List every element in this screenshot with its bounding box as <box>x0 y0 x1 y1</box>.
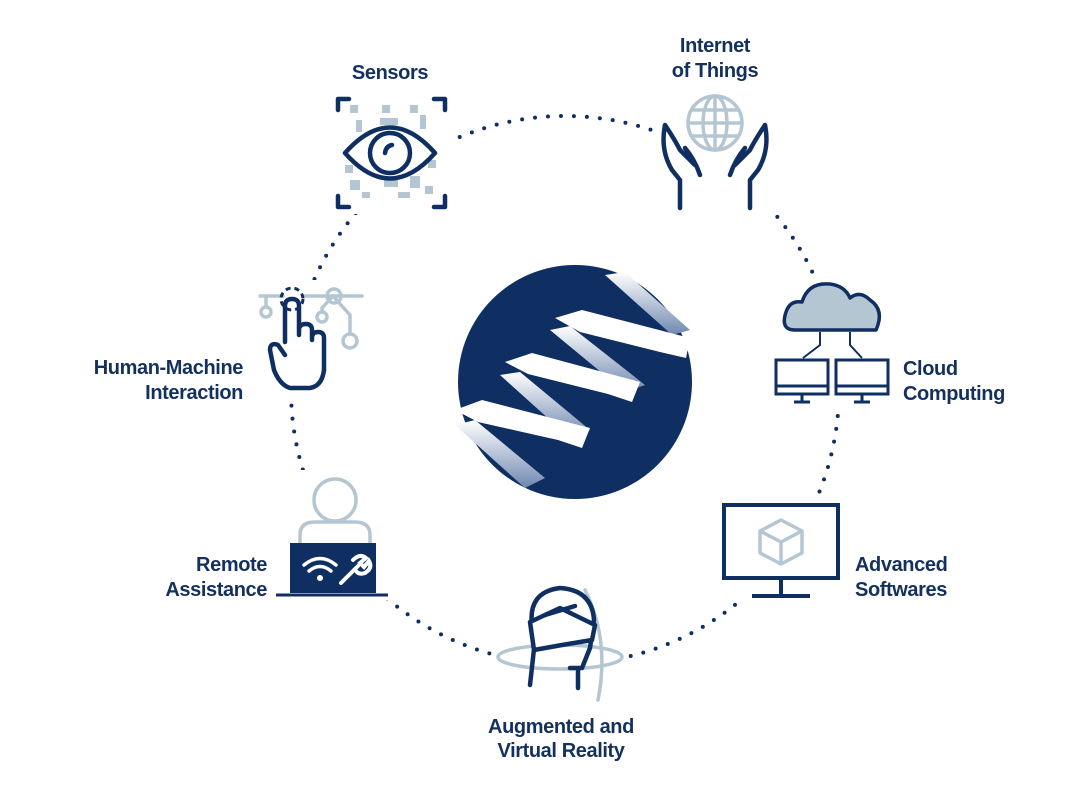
label-remote-line1: Remote <box>196 554 267 576</box>
vr-headset-icon <box>496 585 624 702</box>
node-remote: Remote Assistance <box>165 470 392 601</box>
label-software-line2: Softwares <box>855 579 947 601</box>
remote-laptop-icon <box>276 477 388 597</box>
node-hmi: Human-Machine Interaction <box>94 280 370 404</box>
center-logo <box>455 265 692 499</box>
label-hmi-line1: Human-Machine <box>94 357 244 379</box>
label-iot-line2: of Things <box>672 60 759 82</box>
label-sensors: Sensors <box>352 62 428 84</box>
node-arvr: Augmented and Virtual Reality <box>488 578 634 762</box>
node-software: Advanced Softwares <box>715 498 948 603</box>
globe-hands-icon <box>661 94 769 211</box>
label-cloud-line2: Computing <box>903 383 1005 405</box>
label-iot-line1: Internet <box>680 35 751 57</box>
label-hmi-line2: Interaction <box>145 382 243 404</box>
touch-hand-icon <box>258 286 364 391</box>
cloud-monitors-icon <box>774 282 890 404</box>
label-cloud-line1: Cloud <box>903 358 958 380</box>
node-cloud: Cloud Computing <box>770 275 1005 407</box>
node-iot: Internet of Things <box>655 35 775 213</box>
label-software-line1: Advanced <box>855 554 947 576</box>
eye-scan-icon <box>335 96 448 210</box>
label-arvr-line2: Virtual Reality <box>497 740 625 762</box>
label-remote-line2: Assistance <box>165 579 267 601</box>
node-sensors: Sensors <box>330 62 452 214</box>
wrench-icon <box>339 553 373 585</box>
wifi-icon <box>302 556 338 581</box>
monitor-cube-icon <box>722 503 840 598</box>
label-arvr-line1: Augmented and <box>488 716 634 738</box>
